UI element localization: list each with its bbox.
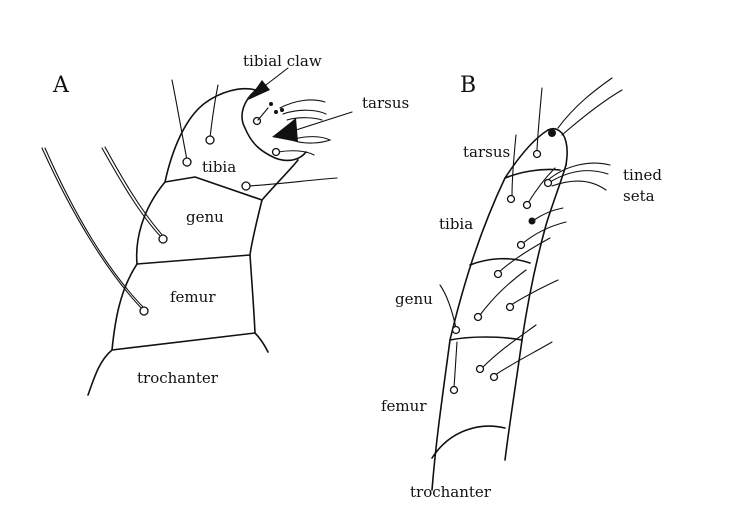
panel-a-claw-arrowhead xyxy=(248,80,270,100)
panel-a-seta-socket-4 xyxy=(205,135,215,145)
panel-b-label-genu: genu xyxy=(395,290,433,308)
panel-b-tarsus-tip xyxy=(547,127,568,166)
panel-a-claw-2 xyxy=(282,109,327,115)
panel-b-seta-socket-b3 xyxy=(528,217,536,225)
panel-a-tarsal-pad xyxy=(290,136,332,144)
panel-a-tibia-outline-left xyxy=(164,87,257,183)
panel-b-tarsus-apex-dot xyxy=(548,129,556,137)
panel-b-seta-socket-b4 xyxy=(516,240,526,250)
panel-a-seta-2b xyxy=(104,146,166,239)
panel-b-femur-genu-boundary xyxy=(449,336,523,341)
panel-b-seta-socket-b1 xyxy=(506,194,516,204)
panel-b-label-tined: tined xyxy=(623,166,662,184)
panel-b-label-seta: seta xyxy=(623,187,655,205)
panel-a-seta-5 xyxy=(247,177,338,187)
panel-a-seta-2 xyxy=(101,147,163,239)
panel-b-label-trochanter: trochanter xyxy=(410,483,492,501)
panel-b-label-tibia: tibia xyxy=(439,215,473,233)
panel-a-seta-socket-6 xyxy=(271,147,281,157)
panel-b-seta-socket-g1 xyxy=(493,269,503,279)
panel-a-tarsus-pointer xyxy=(295,111,353,131)
panel-b-seta-tarsus-1 xyxy=(536,87,543,151)
panel-a-seta-long-1 xyxy=(41,147,144,311)
panel-b-leg-left-edge xyxy=(431,129,549,491)
panel-b: B xyxy=(381,73,662,501)
panel-b-seta-genu-1 xyxy=(498,237,551,273)
panel-a-seta-4 xyxy=(209,84,219,139)
panel-b-seta-socket-gl xyxy=(451,325,461,335)
panel-b-seta-socket-t1 xyxy=(532,149,542,159)
panel-a-dot-2 xyxy=(274,110,278,114)
panel-a-label-tarsus: tarsus xyxy=(362,94,409,112)
panel-a-seta-long-1b xyxy=(44,147,147,311)
panel-a-label-femur: femur xyxy=(170,288,216,306)
panel-b-seta-apical-1 xyxy=(557,77,613,129)
panel-a-setae xyxy=(41,79,338,316)
panel-b-seta-tibia-1 xyxy=(511,134,517,197)
panel-a-claw-3 xyxy=(286,117,323,121)
panel-a-label-genu: genu xyxy=(186,208,224,226)
panel-a-dot-1 xyxy=(269,102,273,106)
panel-a-leg-outline xyxy=(87,67,353,396)
panel-b-trochanter-boundary xyxy=(431,425,506,459)
panel-b-setae xyxy=(439,77,623,395)
panel-a-label-tibial-claw: tibial claw xyxy=(243,52,322,70)
panel-b-tined-seta-1 xyxy=(549,170,609,183)
panel-b-seta-tibia-4 xyxy=(521,221,567,245)
panel-a-seta-7 xyxy=(257,107,269,121)
panel-a-label-trochanter: trochanter xyxy=(137,369,219,387)
panel-b-seta-genu-2 xyxy=(479,269,527,316)
panel-a-trochanter-outline xyxy=(87,332,269,396)
panel-b-genu-tibia-boundary xyxy=(469,257,531,266)
panel-b-seta-socket-f3 xyxy=(449,385,459,395)
panel-a-claw-1 xyxy=(279,99,326,109)
panel-b-seta-socket-g3 xyxy=(505,302,515,312)
panel-b-seta-socket-f2 xyxy=(489,372,499,382)
panel-b-label-femur: femur xyxy=(381,397,427,415)
panel-b-letter: B xyxy=(460,73,476,98)
panel-b-leg-outline xyxy=(431,127,568,491)
panel-b-seta-socket-b2 xyxy=(522,200,532,210)
panel-a-tibia-outline-right xyxy=(261,159,299,201)
panel-b-leg-right-edge xyxy=(504,164,567,461)
panel-a-claw-pointer xyxy=(261,67,289,89)
panel-b-seta-femur-3 xyxy=(453,341,458,389)
panel-a-seta-socket-1 xyxy=(139,306,149,316)
panel-a-letter: A xyxy=(52,73,70,98)
panel-b-seta-femur-1 xyxy=(481,324,537,369)
panel-a-tarsus-arrowhead xyxy=(272,118,298,142)
panel-a: A xyxy=(41,52,409,396)
panel-b-seta-tibia-3 xyxy=(533,207,564,221)
panel-a-dot-3 xyxy=(280,108,284,112)
panel-b-seta-genu-left xyxy=(439,284,457,329)
panel-b-seta-femur-2 xyxy=(494,341,553,376)
panel-b-tined-seta-3 xyxy=(547,162,611,181)
panel-b-seta-tibia-2 xyxy=(527,167,556,204)
panel-a-label-tibia: tibia xyxy=(202,158,236,176)
panel-b-tined-seta-socket xyxy=(543,178,553,188)
panel-a-seta-socket-3 xyxy=(182,157,192,167)
panel-b-seta-socket-g2 xyxy=(473,312,483,322)
panel-a-tarsus-outline xyxy=(241,89,307,162)
panel-a-seta-6 xyxy=(277,150,315,156)
panel-b-seta-apical-2 xyxy=(561,89,623,136)
panel-b-seta-genu-3 xyxy=(510,279,559,306)
panel-b-tibia-tarsus-boundary xyxy=(504,168,561,179)
panel-b-label-tarsus: tarsus xyxy=(463,143,510,161)
panel-b-tined-seta-2 xyxy=(551,180,607,191)
panel-a-seta-socket-5 xyxy=(241,181,251,191)
panel-b-seta-socket-f1 xyxy=(475,364,485,374)
panel-a-seta-socket-2 xyxy=(158,234,168,244)
panel-a-seta-3 xyxy=(171,79,188,161)
